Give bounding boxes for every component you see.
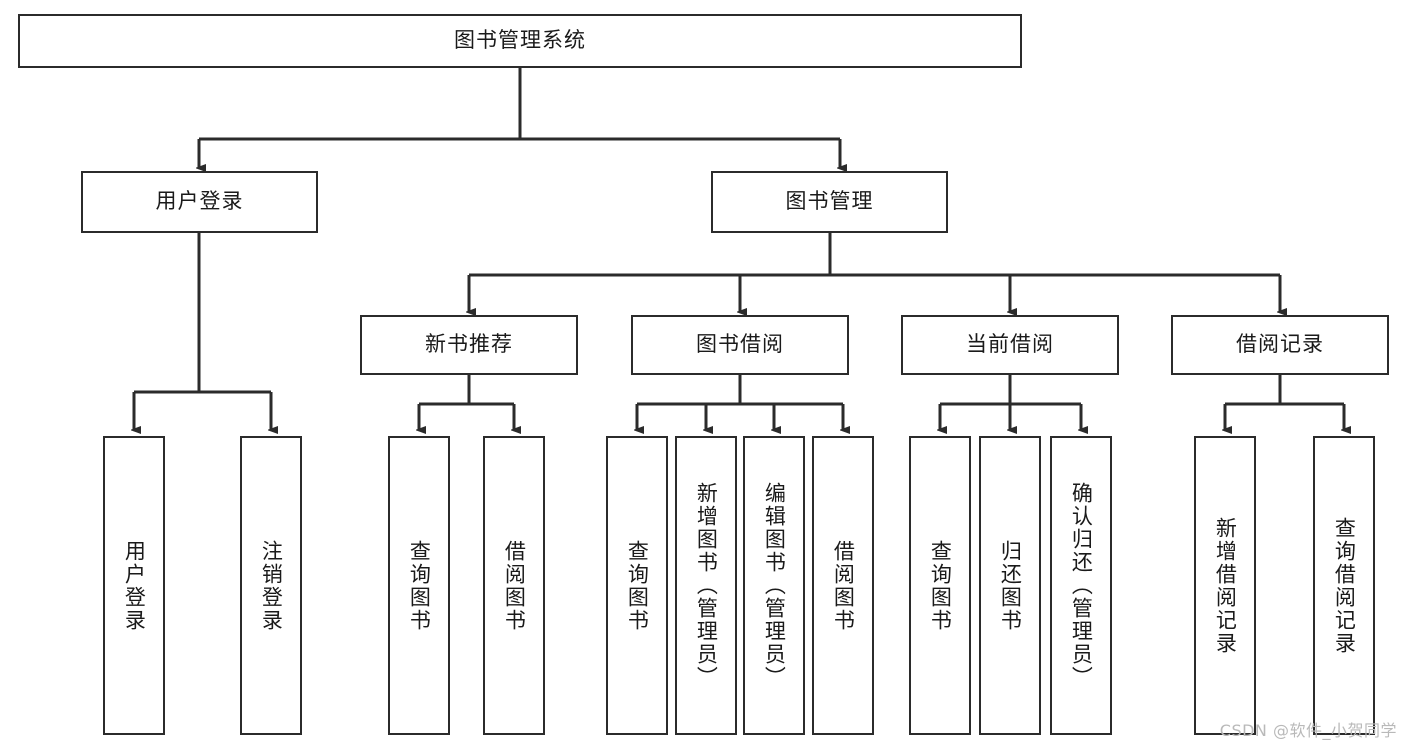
node-leaf-add-book[interactable]: 新增图书（管理员） xyxy=(675,436,737,735)
node-leaf-borrow-book-2[interactable]: 借阅图书 xyxy=(812,436,874,735)
node-leaf-add-record[interactable]: 新增借阅记录 xyxy=(1194,436,1256,735)
node-label: 注销登录 xyxy=(259,539,284,632)
node-leaf-borrow-book-1[interactable]: 借阅图书 xyxy=(483,436,545,735)
node-leaf-user-login[interactable]: 用户登录 xyxy=(103,436,165,735)
node-label: 归还图书 xyxy=(998,539,1023,632)
node-label: 查询借阅记录 xyxy=(1332,516,1357,655)
node-leaf-logout-login[interactable]: 注销登录 xyxy=(240,436,302,735)
node-label: 用户登录 xyxy=(122,539,147,632)
node-leaf-query-book-3[interactable]: 查询图书 xyxy=(909,436,971,735)
node-label: 图书管理 xyxy=(785,189,874,214)
node-label: 新增借阅记录 xyxy=(1213,516,1238,655)
node-user-login[interactable]: 用户登录 xyxy=(81,171,318,233)
node-label: 新书推荐 xyxy=(425,332,513,357)
node-label: 查询图书 xyxy=(928,539,953,632)
node-label: 查询图书 xyxy=(625,539,650,632)
node-leaf-query-book-1[interactable]: 查询图书 xyxy=(388,436,450,735)
node-label: 新增图书（管理员） xyxy=(694,482,719,689)
node-label: 图书管理系统 xyxy=(454,28,586,53)
node-label: 借阅图书 xyxy=(831,539,856,632)
node-book-manage[interactable]: 图书管理 xyxy=(711,171,948,233)
node-label: 确认归还（管理员） xyxy=(1069,482,1094,689)
node-leaf-confirm-return[interactable]: 确认归还（管理员） xyxy=(1050,436,1112,735)
node-label: 编辑图书（管理员） xyxy=(762,482,787,689)
node-current-borrow[interactable]: 当前借阅 xyxy=(901,315,1119,375)
node-leaf-edit-book[interactable]: 编辑图书（管理员） xyxy=(743,436,805,735)
node-label: 借阅记录 xyxy=(1236,332,1324,357)
csdn-watermark: CSDN @软件_小贺同学 xyxy=(1219,721,1397,740)
node-label: 查询图书 xyxy=(407,539,432,632)
node-book-borrow[interactable]: 图书借阅 xyxy=(631,315,849,375)
node-label: 用户登录 xyxy=(155,189,244,214)
node-root-system[interactable]: 图书管理系统 xyxy=(18,14,1022,68)
node-leaf-return-book[interactable]: 归还图书 xyxy=(979,436,1041,735)
node-leaf-query-record[interactable]: 查询借阅记录 xyxy=(1313,436,1375,735)
node-label: 当前借阅 xyxy=(966,332,1054,357)
node-label: 图书借阅 xyxy=(696,332,784,357)
node-label: 借阅图书 xyxy=(502,539,527,632)
node-borrow-record[interactable]: 借阅记录 xyxy=(1171,315,1389,375)
node-new-book-recommend[interactable]: 新书推荐 xyxy=(360,315,578,375)
node-leaf-query-book-2[interactable]: 查询图书 xyxy=(606,436,668,735)
